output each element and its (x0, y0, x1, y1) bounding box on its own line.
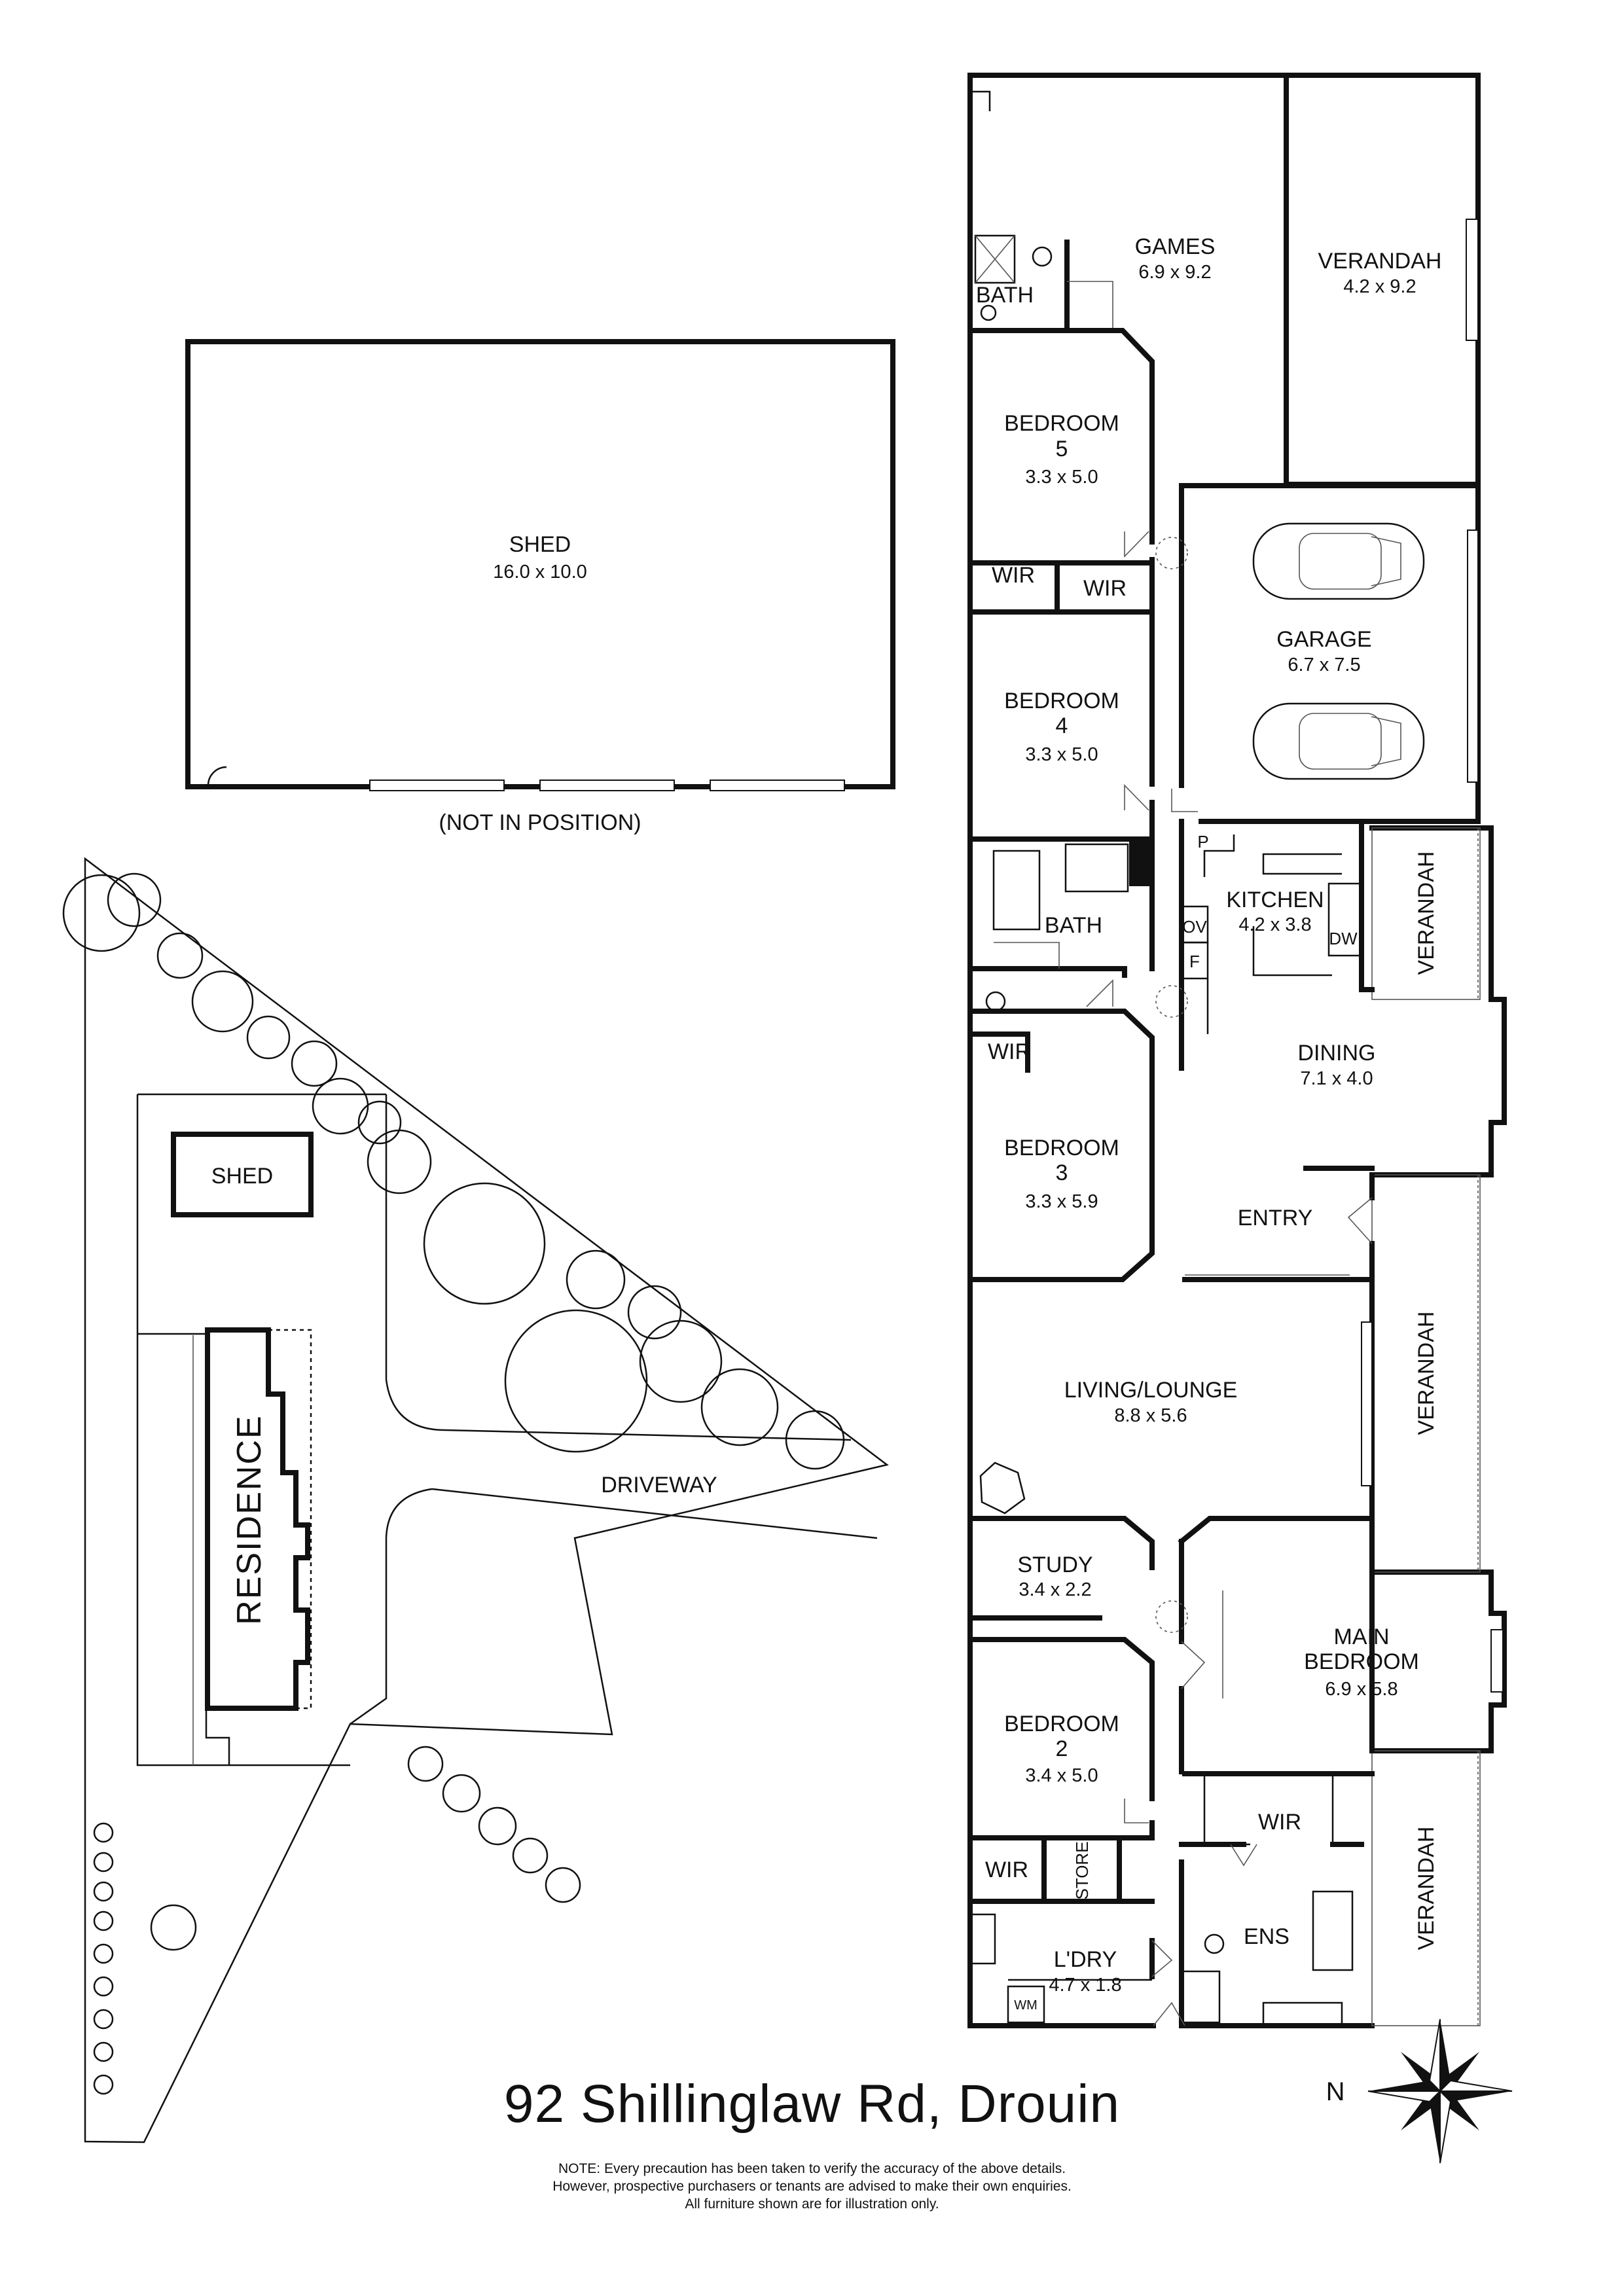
room-verandah-kitchen: VERANDAH (1414, 852, 1439, 975)
shed-size: 16.0 x 10.0 (493, 562, 587, 583)
room-living-lounge: LIVING/LOUNGE (1064, 1378, 1238, 1403)
room-living-lounge-size: 8.8 x 5.6 (1114, 1405, 1187, 1426)
site-shed-label: SHED (211, 1164, 273, 1189)
room-bedroom-5-size: 3.3 x 5.0 (1025, 467, 1098, 488)
compass-north-label: N (1326, 2077, 1345, 2106)
room-ensuite: ENS (1244, 1924, 1290, 1949)
door-swings (1086, 531, 1373, 2026)
car-bottom (1252, 702, 1425, 780)
room-wir-b5a: WIR (992, 563, 1035, 588)
room-wir-b3: WIR (988, 1039, 1031, 1064)
room-wir-main: WIR (1258, 1810, 1301, 1835)
disclaimer-line: NOTE: Every precaution has been taken to… (558, 2161, 1066, 2176)
room-verandah-top-size: 4.2 x 9.2 (1343, 276, 1416, 297)
property-address: 92 Shillinglaw Rd, Drouin (503, 2074, 1121, 2134)
room-kitchen: KITCHEN (1226, 888, 1324, 912)
disclaimer-note: NOTE: Every precaution has been taken to… (0, 2160, 1624, 2213)
room-bath-mid: BATH (1045, 913, 1102, 938)
room-study: STUDY (1017, 1552, 1092, 1577)
room-bedroom-2: BEDROOM (1004, 1712, 1119, 1736)
room-bedroom-5-number: 5 (1056, 437, 1068, 461)
room-laundry-size: 4.7 x 1.8 (1049, 1975, 1121, 1996)
driveway-label: DRIVEWAY (601, 1473, 717, 1498)
room-main-bedroom: MAIN (1334, 1624, 1390, 1649)
room-bedroom-2-size: 3.4 x 5.0 (1025, 1765, 1098, 1786)
room-verandah-top: VERANDAH (1318, 249, 1442, 274)
shed-label: SHED (509, 532, 571, 557)
room-wir-b2: WIR (985, 1857, 1028, 1882)
room-bedroom-3-number: 3 (1056, 1160, 1068, 1185)
shed-position-note: (NOT IN POSITION) (439, 810, 641, 835)
site-plan: SHED RESIDENCE DRIVEWAY (62, 857, 889, 2144)
room-verandah-living: VERANDAH (1414, 1312, 1439, 1435)
room-main-bedroom-line2: BEDROOM (1304, 1649, 1419, 1674)
room-kitchen-size: 4.2 x 3.8 (1238, 914, 1311, 935)
tree-canopy (62, 872, 845, 2095)
room-labels: GAMES 6.9 x 9.2 VERANDAH 4.2 x 9.2 BATH … (976, 234, 1442, 2013)
room-entry: ENTRY (1238, 1206, 1313, 1230)
compass-rose: N (1326, 2018, 1513, 2164)
room-garage-size: 6.7 x 7.5 (1288, 655, 1360, 675)
appliance-washing-machine: WM (1014, 1998, 1038, 2013)
room-study-size: 3.4 x 2.2 (1019, 1579, 1091, 1600)
room-bedroom-4: BEDROOM (1004, 689, 1119, 713)
room-pantry: P (1197, 832, 1208, 852)
room-dining-size: 7.1 x 4.0 (1300, 1068, 1373, 1089)
room-main-bedroom-size: 6.9 x 5.8 (1325, 1679, 1398, 1700)
room-bath-top: BATH (976, 283, 1034, 308)
room-games-size: 6.9 x 9.2 (1138, 262, 1211, 283)
appliance-oven: OV (1182, 917, 1207, 937)
room-bedroom-3-size: 3.3 x 5.9 (1025, 1191, 1098, 1212)
room-dining: DINING (1298, 1041, 1376, 1066)
room-bedroom-4-size: 3.3 x 5.0 (1025, 744, 1098, 765)
room-garage: GARAGE (1276, 627, 1371, 652)
appliance-fridge: F (1189, 952, 1200, 971)
room-store: STORE (1072, 1841, 1092, 1899)
room-laundry: L'DRY (1054, 1947, 1117, 1972)
room-bedroom-3: BEDROOM (1004, 1136, 1119, 1160)
room-games: GAMES (1135, 234, 1216, 259)
residence-label: RESIDENCE (230, 1414, 268, 1624)
room-verandah-bottom: VERANDAH (1414, 1827, 1439, 1950)
room-bedroom-4-number: 4 (1056, 713, 1068, 738)
house-plan: GAMES 6.9 x 9.2 VERANDAH 4.2 x 9.2 BATH … (967, 73, 1507, 2028)
disclaimer-line: All furniture shown are for illustration… (685, 2197, 939, 2212)
appliance-dishwasher: DW (1329, 929, 1358, 948)
ceiling-fans (1155, 537, 1188, 1633)
room-bedroom-2-number: 2 (1056, 1736, 1068, 1761)
room-wir-b5b: WIR (1083, 576, 1127, 601)
car-top (1252, 522, 1425, 600)
detached-shed: SHED 16.0 x 10.0 (NOT IN POSITION) (185, 339, 895, 835)
room-bedroom-5: BEDROOM (1004, 411, 1119, 436)
disclaimer-line: However, prospective purchasers or tenan… (552, 2179, 1072, 2194)
